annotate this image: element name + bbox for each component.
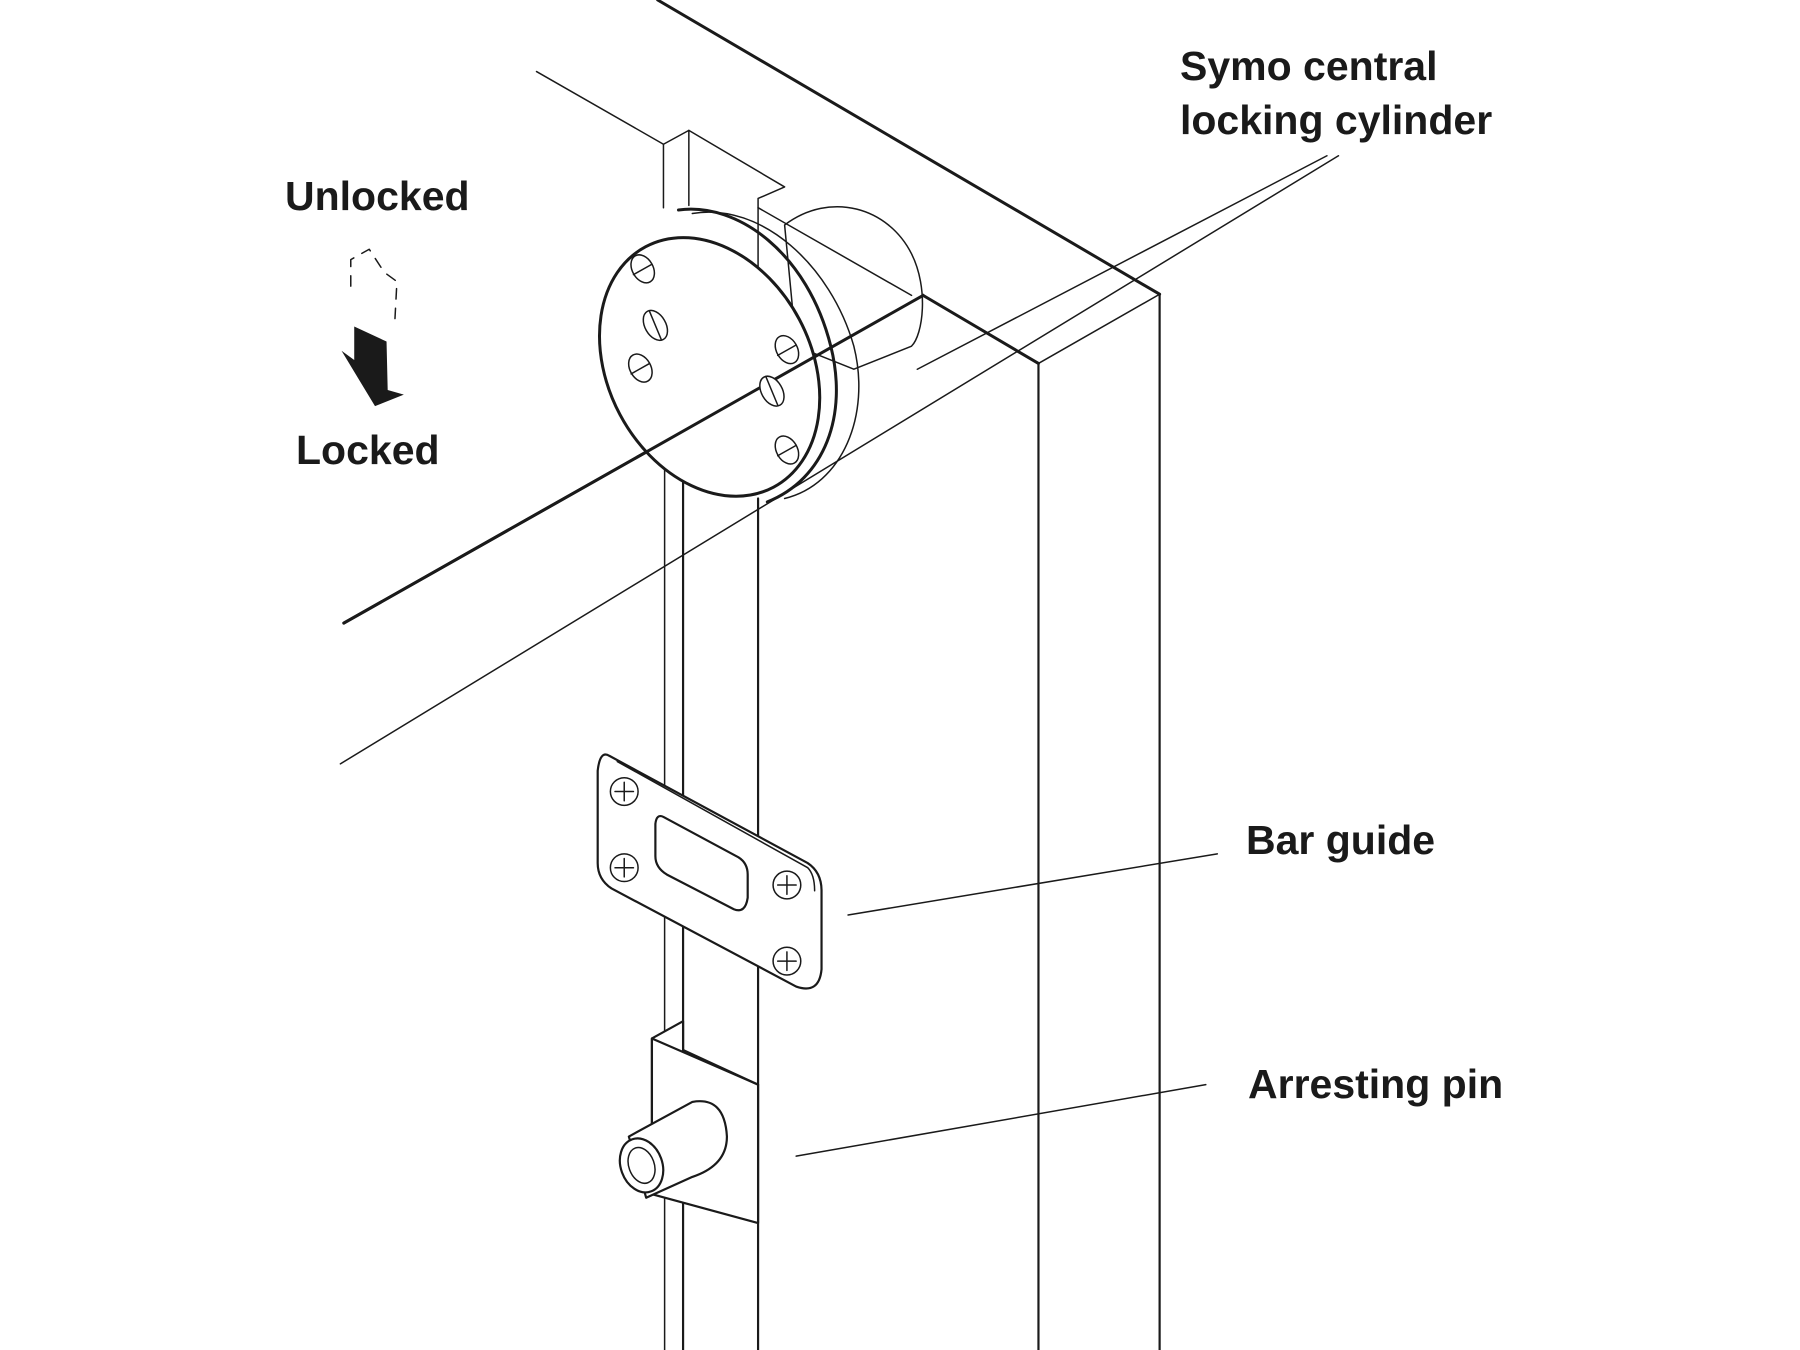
label-arresting-pin: Arresting pin bbox=[1248, 1061, 1504, 1107]
turn-down-arrow-icon bbox=[341, 326, 404, 407]
leader-lines bbox=[795, 155, 1328, 1157]
dashed-arrow-outline-icon bbox=[350, 248, 398, 327]
label-locked: Locked bbox=[296, 427, 440, 473]
label-cylinder-line2: locking cylinder bbox=[1180, 97, 1493, 143]
label-unlocked: Unlocked bbox=[285, 173, 470, 219]
bar-guide-plate bbox=[596, 753, 823, 990]
arresting-pin bbox=[618, 1020, 760, 1225]
cabinet-panel bbox=[339, 0, 1340, 1350]
phillips-screws bbox=[609, 776, 802, 976]
label-bar-guide: Bar guide bbox=[1246, 817, 1436, 863]
leader-bar-guide bbox=[847, 853, 1219, 916]
cylinder-screws bbox=[627, 254, 800, 465]
leader-arresting-pin bbox=[795, 1083, 1207, 1157]
leader-cylinder bbox=[916, 155, 1328, 370]
label-cylinder-line1: Symo central bbox=[1180, 43, 1438, 89]
locking-cylinder bbox=[342, 205, 925, 625]
